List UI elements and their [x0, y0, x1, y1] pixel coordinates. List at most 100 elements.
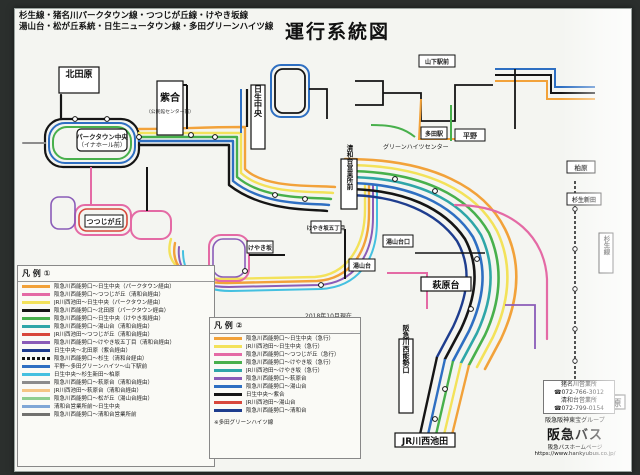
- legend-swatch: [22, 412, 50, 416]
- stop-dot: [572, 206, 578, 212]
- legend-text: 阪急川西能勢口～けやき坂（急行）: [246, 360, 335, 366]
- line-names-row-2: 湯山台・松が丘系統・日生ニュータウン線・多田グリーンハイツ線: [19, 22, 274, 32]
- legend-swatch: [22, 340, 50, 344]
- legend-swatch: [22, 332, 50, 336]
- stop-dot: [392, 176, 398, 182]
- stop-jr-kawanishi-ikeda: JR川西池田: [401, 435, 448, 447]
- stop-dot: [104, 116, 110, 122]
- stop-kiyoshikojin: 清和台営業所前: [345, 143, 354, 191]
- legend-row: 阪急川西能勢口～湯山台: [210, 382, 360, 390]
- south-spine: [417, 356, 471, 440]
- route-hagi-pink: [387, 272, 428, 309]
- legend-row: JR川西池田～つつじが丘（清和台経由）: [18, 330, 214, 338]
- route-park-loop-green: [52, 126, 132, 160]
- route-tsutsuji-loop-purple: [50, 196, 76, 230]
- legend-text: 阪急川西能勢口～日生中央（パークタウン経由）: [54, 284, 175, 290]
- legend-row: 阪急川西能勢口～萩原台: [210, 374, 360, 382]
- stop-dot: [188, 132, 194, 138]
- stop-dot: [474, 256, 480, 262]
- legend-row: 阪急川西能勢口～つつじが丘（清和台経由）: [18, 290, 214, 298]
- stop-keyakizaka: けやき坂: [248, 244, 273, 252]
- brand-url[interactable]: https://www.hankyubus.co.jp/: [534, 451, 616, 457]
- stop-yamashita: 山下駅前: [425, 58, 449, 66]
- route-central-green: [343, 169, 500, 367]
- stop-box-murasaki: [156, 80, 184, 136]
- route-ne-black2: [495, 74, 595, 94]
- route-keyaki-loop-purple: [212, 238, 246, 278]
- stop-dot: [432, 416, 438, 422]
- legend-row: 阪急川西能勢口～日生中央（けやき坂経由）: [18, 314, 214, 322]
- route-sw-orange: [173, 183, 371, 285]
- route-north-loop-black: [274, 68, 306, 114]
- legend-text: 阪急川西能勢口～松が丘（湯山台経由）: [54, 396, 154, 402]
- legend-text: 阪急川西能勢口～清和台営業所前: [54, 412, 137, 418]
- legend-text: 阪急川西能勢口～つつじが丘（急行）: [246, 352, 340, 358]
- north-loop: [270, 64, 328, 119]
- route-spine-orange: [449, 364, 471, 440]
- legend-text: JR川西池田～けやき坂（急行）: [246, 368, 323, 374]
- office-seiwadai: 清和台営業所: [560, 397, 597, 404]
- route-central-yellow: [343, 163, 509, 369]
- route-tsutsuji-loop-red: [78, 208, 128, 232]
- legend-text: 阪急川西能勢口～萩原台（清和台経由）: [54, 380, 154, 386]
- stop-murasaki-sub: （公民館センター前）: [146, 108, 194, 115]
- legend-text: 阪急川西能勢口～日生中央（急行）: [246, 336, 335, 342]
- route-hagi-purple: [505, 304, 536, 349]
- route-north-loop-blue: [270, 64, 310, 118]
- legend-swatch: [22, 348, 50, 352]
- page-title: 運行系統図: [285, 21, 391, 43]
- stop-dot: [572, 358, 578, 364]
- stop-box-jr: [394, 432, 456, 448]
- stop-box-yuyama2: [348, 258, 376, 272]
- legend-footnote-text: ※多田グリーンハイツ線: [214, 420, 274, 426]
- route-spine-green: [433, 360, 455, 440]
- legend-row: 清和台営業所前～日生中央: [18, 402, 214, 410]
- stop-box-yuyama: [382, 234, 414, 248]
- brand-block: 阪急阪神東宝グループ 阪急バス 阪急バスホームページ https://www.h…: [525, 415, 625, 457]
- legend-swatch: [214, 336, 242, 340]
- stop-dot: [212, 134, 218, 140]
- legend-swatch: [214, 392, 242, 396]
- revision-date: 2018年10月現在: [305, 311, 352, 320]
- route-north-east-spur: [309, 88, 328, 119]
- legend-row: 阪急川西能勢口～萩原台（清和台経由）: [18, 378, 214, 386]
- legend-swatch: [22, 308, 50, 312]
- stop-box-nisshin: [250, 84, 266, 150]
- legend-text: JR川西池田～湯山台: [246, 400, 296, 406]
- legend-row: 阪急川西能勢口～つつじが丘（急行）: [210, 350, 360, 358]
- sugio-line: [574, 181, 595, 392]
- stop-box-tada: [420, 126, 448, 140]
- stop-box-hagiwara: [420, 276, 472, 292]
- line-names: 杉生線・猪名川パークタウン線・つつじが丘線・けやき坂線 湯山台・松が丘系統・日生…: [19, 11, 279, 33]
- legend-swatch: [214, 376, 242, 380]
- legend-row: 阪急川西能勢口～北田原（パークタウン経由）: [18, 306, 214, 314]
- legend-swatch: [22, 396, 50, 400]
- legend-text: JR川西池田～萩原台（清和台経由）: [54, 388, 142, 394]
- stop-dot: [136, 134, 142, 140]
- legend-row: 阪急川西能勢口～日生中央（急行）: [210, 334, 360, 342]
- route-trunk-black: [137, 143, 329, 213]
- legend-swatch: [22, 284, 50, 288]
- stop-sugio-line: 杉生線: [602, 234, 610, 256]
- route-central-orange: [343, 157, 518, 371]
- stop-box-noseguchi: [398, 338, 414, 414]
- route-ne-orange2: [495, 80, 595, 100]
- legend-text: 日生中央～杉生新田～柏原: [54, 372, 121, 378]
- legend-row: 阪急川西能勢口～清和台: [210, 406, 360, 414]
- legend-swatch: [22, 292, 50, 296]
- legend-row: JR川西池田～日生中央（パークタウン経由）: [18, 298, 214, 306]
- legend-swatch: [214, 368, 242, 372]
- legend-text: 清和台営業所前～日生中央: [54, 404, 121, 410]
- legend-swatch: [22, 324, 50, 328]
- brand-homepage: 阪急バスホームページ: [547, 445, 603, 451]
- legend-swatch: [214, 400, 242, 404]
- stop-park-town: パークタウン中央: [76, 132, 128, 141]
- office-inagawa: 猪名川営業所: [560, 381, 597, 388]
- route-park-loop-blue: [48, 122, 136, 164]
- stop-box-hirano: [454, 128, 486, 142]
- route-sw-yellow: [168, 183, 367, 281]
- legend-text: 阪急川西能勢口～北田原（パークタウン経由）: [54, 308, 170, 314]
- stop-dot: [572, 326, 578, 332]
- legend-text: JR川西池田～日生中央（パークタウン経由）: [54, 300, 164, 306]
- stop-dot: [468, 306, 474, 312]
